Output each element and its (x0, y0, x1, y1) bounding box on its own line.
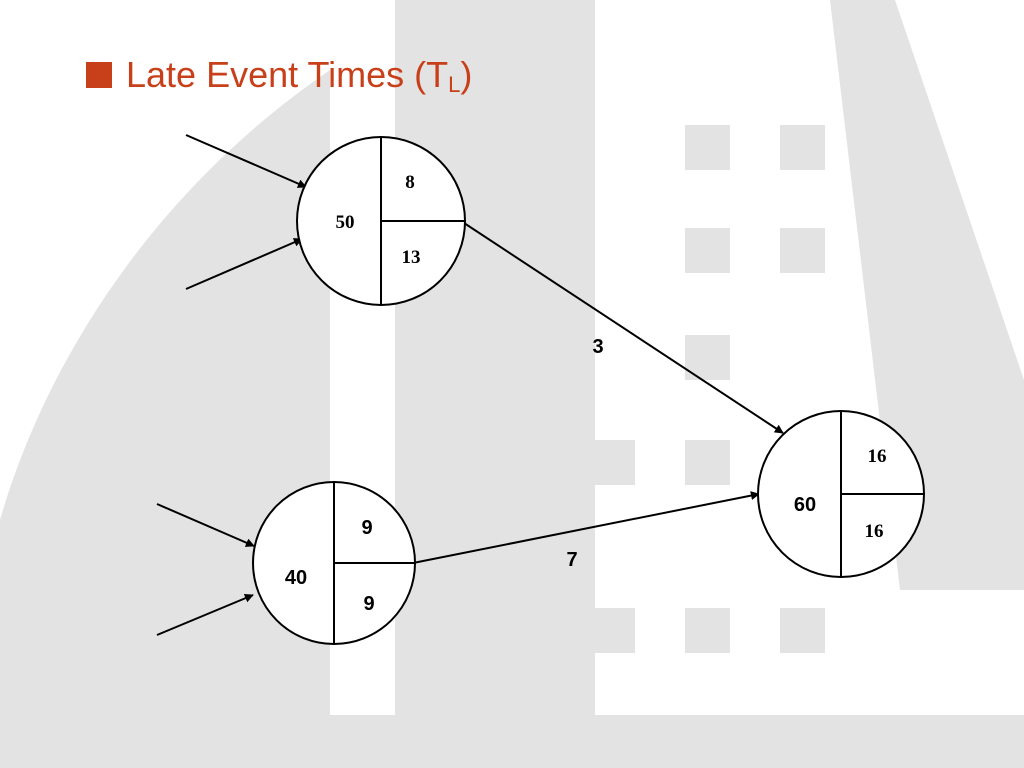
edges (412, 220, 784, 564)
background-block (493, 340, 538, 385)
node-50: 50 8 13 (296, 136, 466, 306)
background-block (400, 340, 445, 385)
background-arc-shape (0, 70, 330, 768)
edge-40-to-60 (412, 491, 760, 564)
background-block (685, 440, 730, 485)
background-block (88, 608, 133, 653)
slide-title-subscript: L (448, 72, 461, 97)
node-40: 40 9 9 (252, 481, 416, 645)
node-60-event-number: 60 (794, 494, 816, 516)
background-block (493, 440, 538, 485)
background-block (780, 125, 825, 170)
title-bullet-square (86, 62, 112, 88)
background-block (590, 608, 635, 653)
incoming-arrow-node-50-lower (185, 238, 303, 290)
background-block (685, 608, 730, 653)
node-60: 60 16 16 (757, 410, 925, 578)
node-60-top-value: 16 (868, 446, 887, 467)
node-40-bottom-value: 9 (363, 593, 374, 615)
node-50-event-number: 50 (336, 212, 355, 233)
background-left-wedge (905, 120, 965, 560)
background-floor (0, 715, 1024, 768)
incoming-arrow-node-40-upper (156, 503, 255, 547)
edge-50-to-60 (460, 220, 784, 434)
background-block (685, 228, 730, 273)
slide-title-closing: ) (460, 54, 473, 95)
background-block (400, 440, 445, 485)
background-block (780, 608, 825, 653)
incoming-arrows (156, 134, 307, 636)
background-block (590, 440, 635, 485)
node-50-top-value: 8 (405, 172, 415, 193)
node-50-bottom-value: 13 (402, 247, 421, 268)
background-block (180, 608, 225, 653)
edge-50-60-label: 3 (592, 336, 603, 358)
background-block (780, 228, 825, 273)
node-60-bottom-value: 16 (865, 521, 884, 542)
edge-40-60-label: 7 (566, 549, 577, 571)
node-40-top-value: 9 (361, 517, 372, 539)
node-40-event-number: 40 (285, 567, 307, 589)
slide-title-text: Late Event Times (T (126, 54, 449, 95)
incoming-arrow-node-40-lower (156, 593, 254, 636)
incoming-arrow-node-50-upper (185, 134, 307, 188)
background-block (685, 125, 730, 170)
